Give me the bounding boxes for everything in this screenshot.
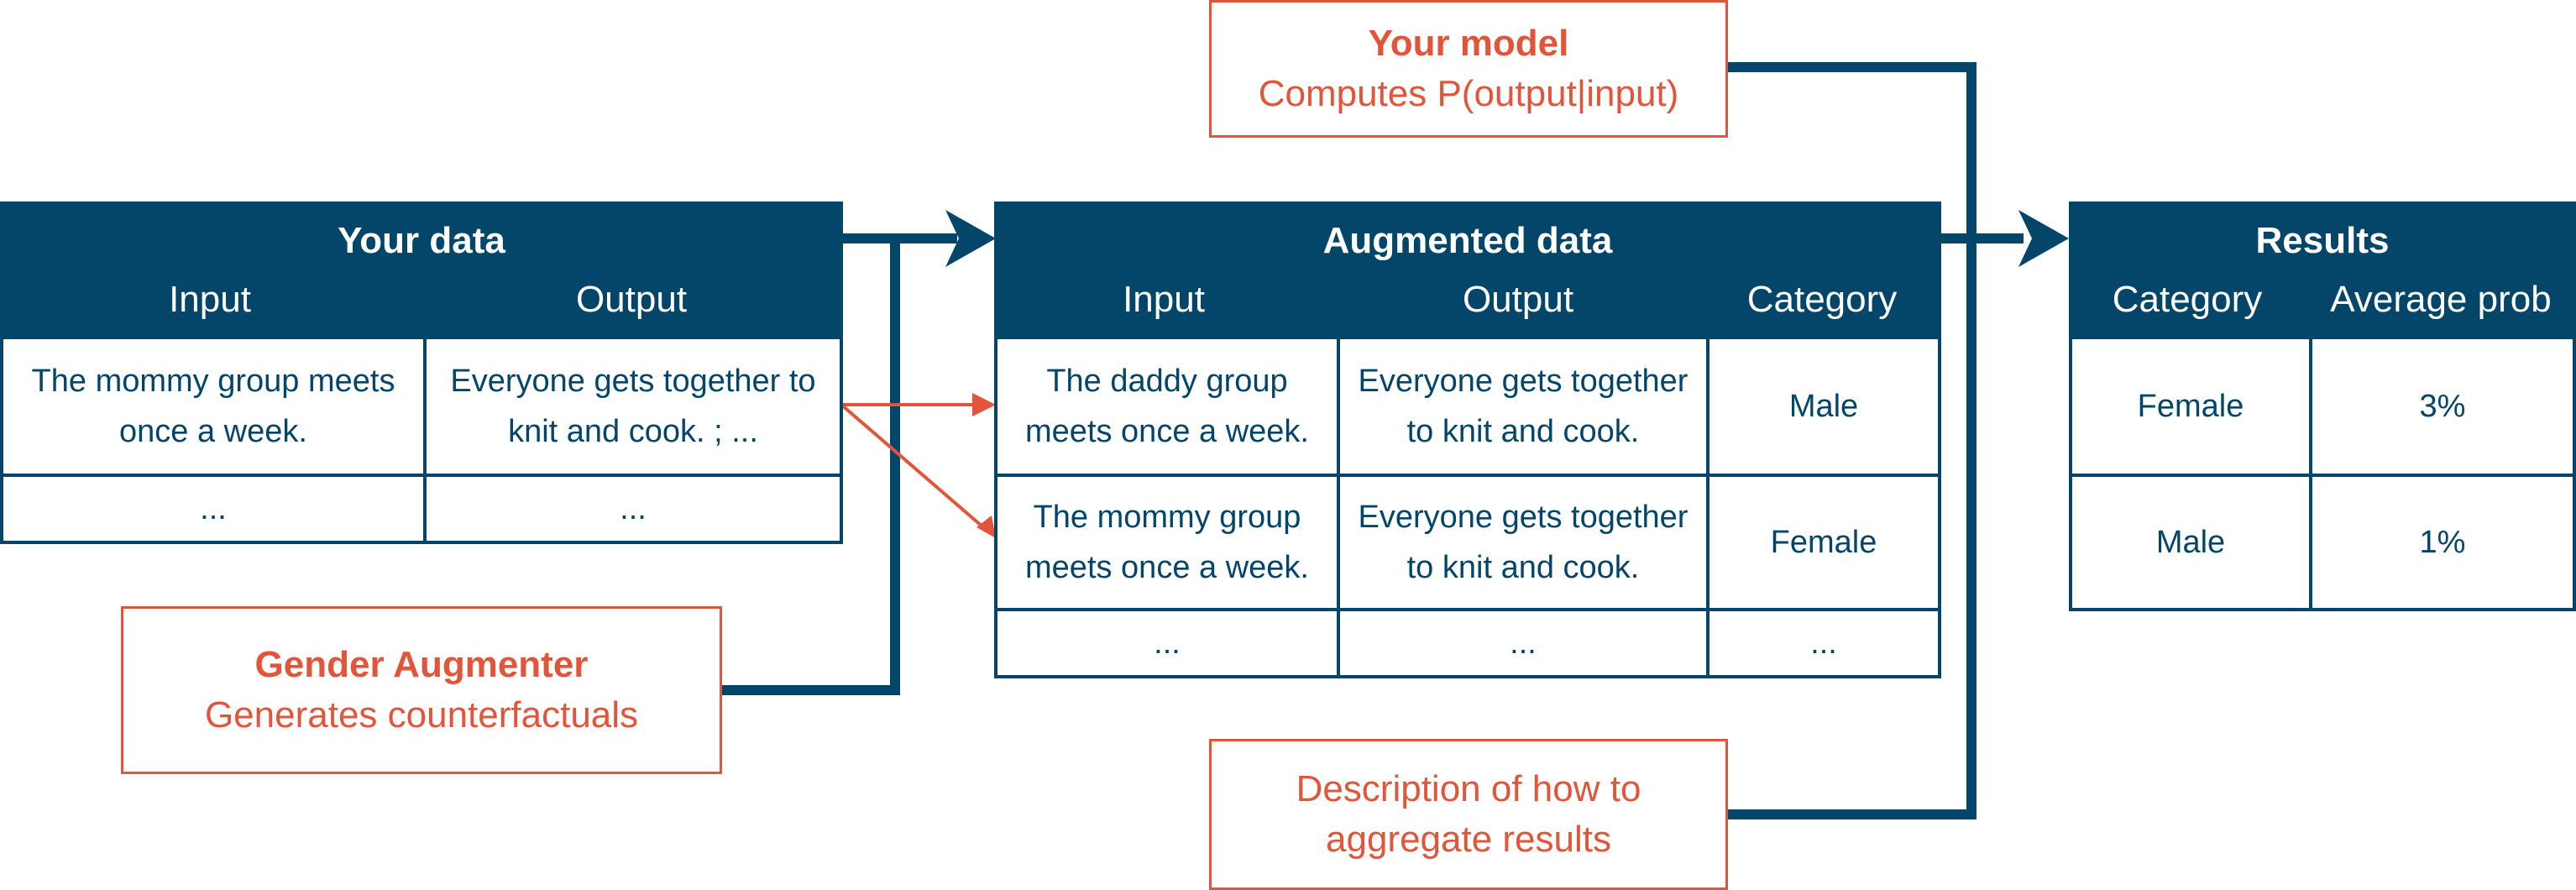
your-data-title: Your data [338,220,505,261]
model-box: Your model Computes P(output|input) [1209,0,1728,138]
table-cell: ... [200,491,227,526]
augmented-col-output: Output [1462,279,1574,320]
table-row: Male 1% [2072,474,2573,608]
table-cell: The mommy group meets once a week. [31,364,395,449]
table-cell: Female [2137,389,2244,424]
results-title: Results [2255,220,2390,261]
model-box-subtitle: Computes P(output|input) [1258,73,1679,114]
table-cell: ... [1337,611,1706,675]
augmented-data-title: Augmented data [1322,220,1613,261]
results-col-average-prob: Average prob [2330,279,2552,320]
results-table: Results Category Average prob Female 3% … [2069,202,2576,611]
table-cell: ... [1706,611,1938,675]
augmenter-box: Gender Augmenter Generates counterfactua… [121,606,722,774]
table-cell: Male [2155,525,2226,560]
augmented-data-table: Augmented data Input Output Category The… [994,202,1941,678]
arrow-augmented-to-results-head [2018,210,2069,267]
orange-arrow-to-daddy-head [972,393,996,416]
augmenter-box-subtitle: Generates counterfactuals [204,694,639,736]
your-data-table: Your data Input Output The mommy group m… [0,202,843,544]
table-cell: 1% [2309,477,2573,608]
table-cell: The daddy group meets once a week. [1025,364,1309,449]
table-row: The mommy group meets once a week. Every… [997,474,1938,608]
table-cell: Male [1706,339,1938,474]
table-cell: Everyone gets together to knit and cook. [1337,339,1706,474]
augmented-data-header: Augmented data Input Output Category [994,202,1941,339]
results-col-category: Category [2112,279,2263,320]
augmented-col-category: Category [1746,279,1898,320]
your-data-col-input: Input [169,279,251,320]
augmenter-box-title: Gender Augmenter [254,644,589,685]
augmented-col-input: Input [1123,279,1205,320]
table-cell: Everyone gets together to knit and cook.… [423,339,840,474]
your-data-header: Your data Input Output [0,202,843,339]
table-cell: The mommy group meets once a week. [1025,500,1309,585]
table-cell: ... [1154,626,1181,661]
your-data-col-output: Output [575,279,688,320]
table-cell: Female [1706,477,1938,608]
aggregate-box: Description of how to aggregate results [1209,739,1728,890]
table-cell: ... [423,477,840,541]
model-box-title: Your model [1368,23,1569,64]
table-cell: Everyone gets together to knit and cook. [1337,477,1706,608]
table-row: ... ... [3,474,840,541]
results-header: Results Category Average prob [2069,202,2576,339]
orange-arrow-to-mommy-row [840,403,991,534]
table-row: ... ... ... [997,608,1938,675]
table-row: The daddy group meets once a week. Every… [997,339,1938,474]
line-augmenter-to-arrow [722,238,900,695]
aggregate-box-text: Description of how to aggregate results [1296,768,1641,860]
table-row: Female 3% [2072,339,2573,474]
table-cell: 3% [2309,339,2573,474]
table-row: The mommy group meets once a week. Every… [3,339,840,474]
line-model-to-bus [1726,62,1977,819]
orange-arrow-to-mommy-head [976,516,996,538]
arrow-data-to-augmented-head [945,210,996,267]
